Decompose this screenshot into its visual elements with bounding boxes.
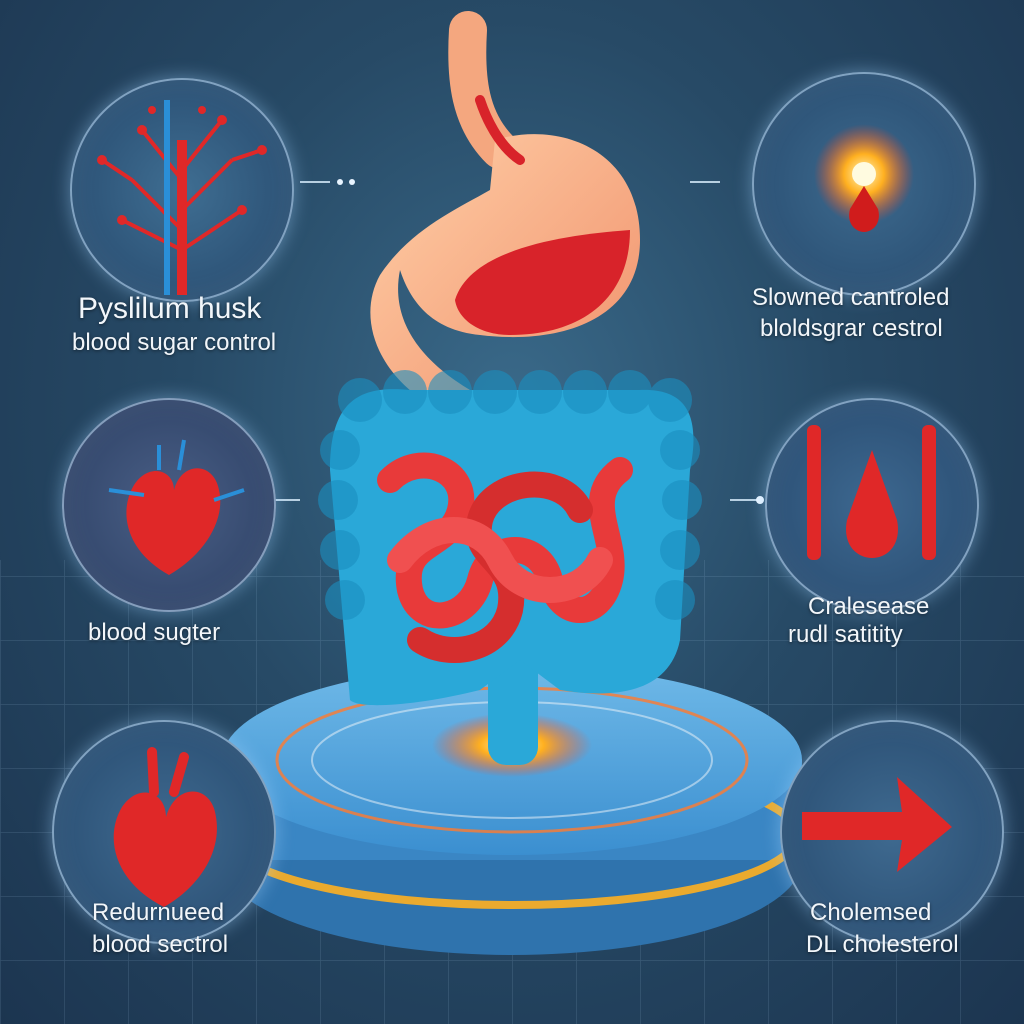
heart-icon (108, 439, 245, 575)
small-intestine (377, 452, 633, 663)
red-arrow-icon (802, 777, 952, 872)
blood-drop-icon (807, 425, 936, 560)
heart-icon (113, 747, 217, 907)
label-bottom-left-line2: blood sectrol (92, 931, 229, 958)
blood-drop-circle-middle (765, 398, 979, 612)
blood-vessel-icon (97, 100, 267, 295)
glowing-blood-drop-icon (814, 124, 914, 232)
label-top-right-line1: Slowned cantroled (752, 284, 950, 311)
label-top-right-line2: bloldsgrar cestrol (760, 315, 943, 342)
label-bottom-right-line2: DL cholesterol (806, 931, 959, 958)
label-top-left-line2: blood sugar control (72, 329, 277, 356)
label-bottom-left-line1: Redurnueed (92, 899, 225, 926)
blood-drop-glow-circle (752, 72, 976, 296)
arrow-circle-bottom (780, 720, 1004, 944)
heart-circle-bottom (52, 720, 276, 944)
label-bottom-right-line1: Cholemsed (810, 899, 932, 926)
stomach-contents (455, 230, 630, 335)
label-top-left-line1: Pyslilum husk (78, 292, 262, 325)
label-mid-left: blood sugter (88, 619, 221, 646)
blood-vessel-circle (70, 78, 294, 302)
label-mid-right-line2: rudl satitity (788, 621, 903, 648)
esophagus (448, 11, 519, 169)
heart-circle-middle (62, 398, 276, 612)
label-mid-right-line1: Cralesease (808, 593, 930, 620)
